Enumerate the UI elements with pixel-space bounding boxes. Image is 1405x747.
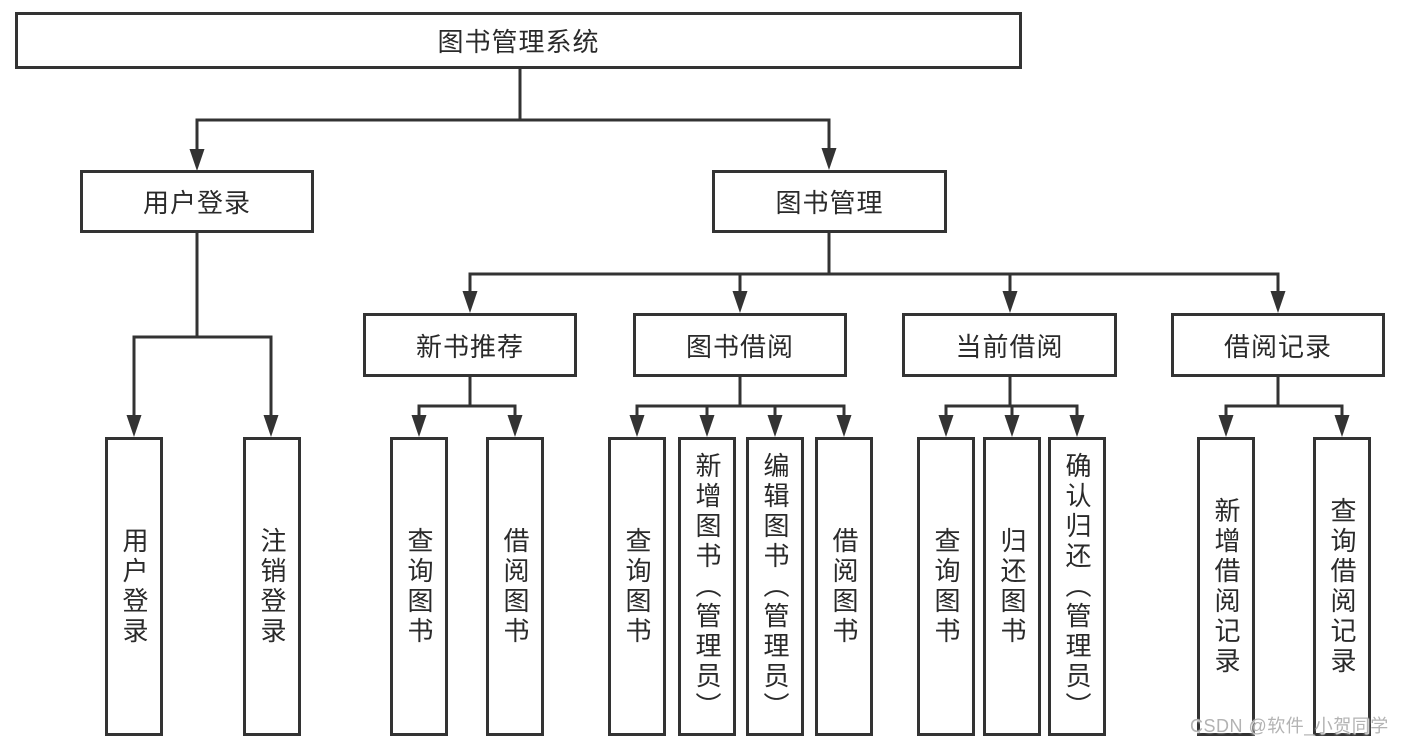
- node-label: 新书推荐: [415, 331, 524, 362]
- arrow-down-icon: [263, 415, 279, 437]
- arrow-down-icon: [189, 149, 205, 171]
- leaf-query-book-current: 查询图书: [917, 437, 975, 736]
- node-book-management: 图书管理: [712, 170, 947, 233]
- leaf-label: 注销登录: [257, 526, 287, 647]
- arrow-down-icon: [629, 415, 645, 437]
- arrow-down-icon: [462, 291, 478, 313]
- arrow-down-icon: [126, 415, 142, 437]
- arrow-down-icon: [1002, 291, 1018, 313]
- arrow-down-icon: [1218, 415, 1234, 437]
- leaf-label: 确认归还（管理员）: [1062, 451, 1092, 722]
- csdn-watermark: CSDN @软件_小贺同学: [1190, 716, 1389, 736]
- arrow-down-icon: [411, 415, 427, 437]
- leaf-label: 新增图书（管理员）: [692, 451, 722, 722]
- arrow-down-icon: [1004, 415, 1020, 437]
- leaf-edit-book-admin: 编辑图书（管理员）: [746, 437, 804, 736]
- node-label: 借阅记录: [1223, 331, 1332, 362]
- leaf-label: 查询借阅记录: [1327, 496, 1357, 677]
- node-root-system: 图书管理系统: [15, 12, 1022, 69]
- leaf-logout-login: 注销登录: [243, 437, 301, 736]
- arrow-down-icon: [767, 415, 783, 437]
- arrow-down-icon: [836, 415, 852, 437]
- leaf-label: 编辑图书（管理员）: [760, 451, 790, 722]
- node-label: 用户登录: [142, 188, 251, 218]
- arrow-down-icon: [938, 415, 954, 437]
- node-book-borrow: 图书借阅: [633, 313, 847, 377]
- leaf-add-book-admin: 新增图书（管理员）: [678, 437, 736, 736]
- leaf-user-login: 用户登录: [105, 437, 163, 736]
- arrow-down-icon: [1069, 415, 1085, 437]
- leaf-label: 新增借阅记录: [1211, 496, 1241, 677]
- arrow-down-icon: [1334, 415, 1350, 437]
- node-new-book-recommend: 新书推荐: [363, 313, 577, 377]
- leaf-query-book-borrow: 查询图书: [608, 437, 666, 736]
- leaf-label: 归还图书: [997, 526, 1027, 647]
- leaf-borrow-book: 借阅图书: [815, 437, 873, 736]
- leaf-label: 借阅图书: [829, 526, 859, 647]
- arrow-down-icon: [821, 148, 837, 170]
- leaf-label: 查询图书: [931, 526, 961, 647]
- node-label: 图书借阅: [685, 331, 794, 362]
- node-user-login: 用户登录: [80, 170, 314, 233]
- leaf-query-borrow-record: 查询借阅记录: [1313, 437, 1371, 736]
- node-label: 图书管理系统: [437, 27, 600, 57]
- leaf-label: 借阅图书: [500, 526, 530, 647]
- arrow-down-icon: [699, 415, 715, 437]
- arrowheads: [126, 148, 1350, 437]
- arrow-down-icon: [732, 291, 748, 313]
- leaf-query-book-recommend: 查询图书: [390, 437, 448, 736]
- arrow-down-icon: [1270, 291, 1286, 313]
- leaf-label: 用户登录: [119, 526, 149, 647]
- node-label: 图书管理: [775, 188, 884, 218]
- leaf-add-borrow-record: 新增借阅记录: [1197, 437, 1255, 736]
- node-borrow-record: 借阅记录: [1171, 313, 1385, 377]
- leaf-borrow-book-recommend: 借阅图书: [486, 437, 544, 736]
- leaf-confirm-return-admin: 确认归还（管理员）: [1048, 437, 1106, 736]
- arrow-down-icon: [507, 415, 523, 437]
- node-current-borrow: 当前借阅: [902, 313, 1117, 377]
- leaf-label: 查询图书: [622, 526, 652, 647]
- node-label: 当前借阅: [955, 331, 1064, 362]
- leaf-label: 查询图书: [404, 526, 434, 647]
- leaf-return-book: 归还图书: [983, 437, 1041, 736]
